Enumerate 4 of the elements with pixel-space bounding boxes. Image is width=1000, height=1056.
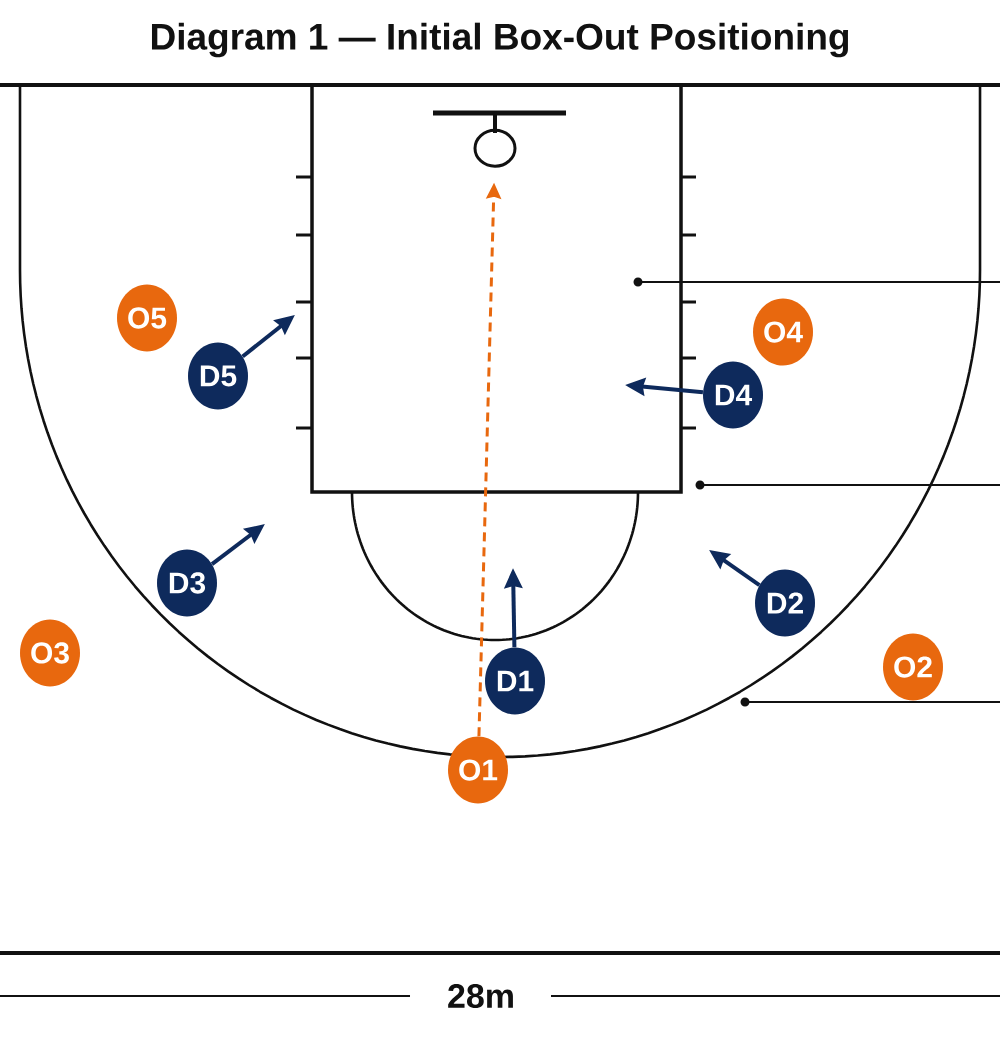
free-throw-lane [310, 83, 683, 494]
hoop [473, 128, 517, 168]
dimension-label: 28m [448, 983, 513, 1009]
title: Diagram 1 — Initial Box-Out Positioning [152, 22, 849, 58]
